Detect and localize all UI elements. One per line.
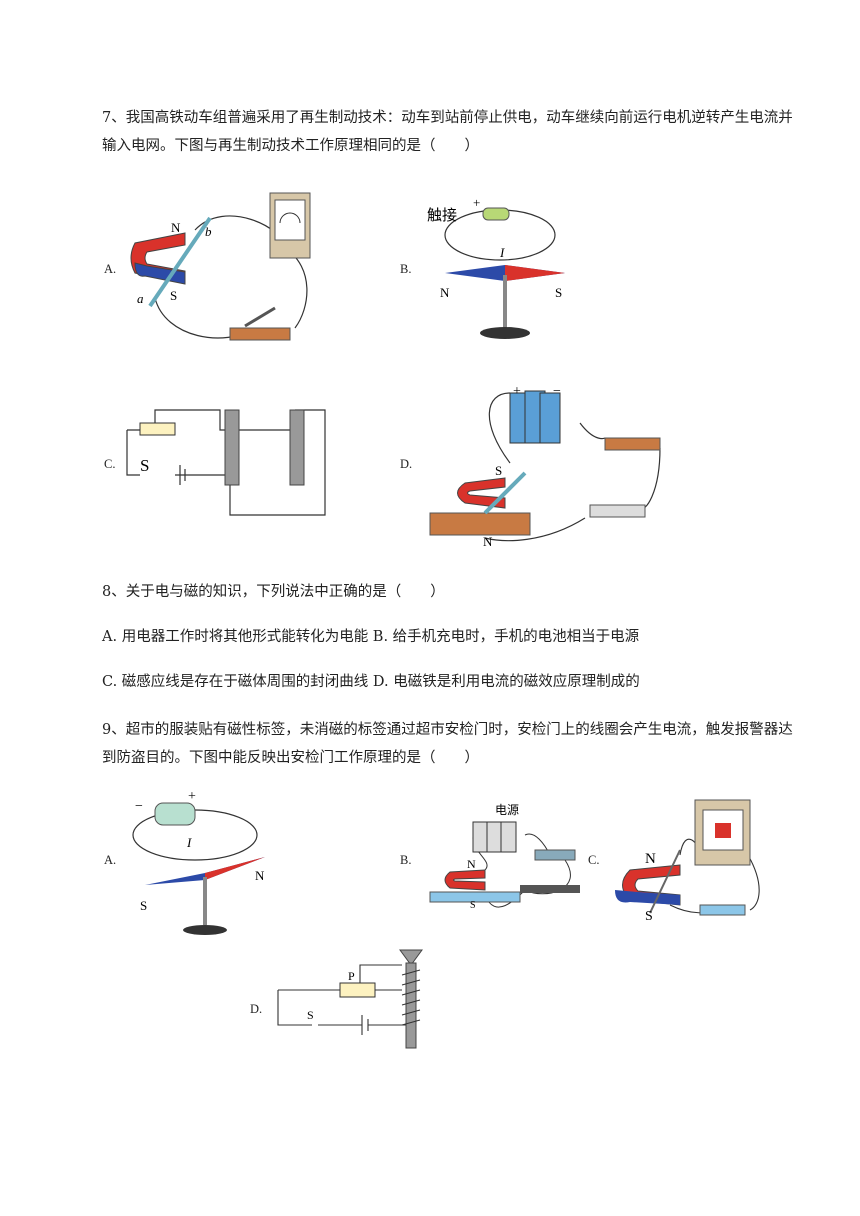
q9-fig-d-label-switch: S [307,1008,314,1022]
question-8-options-cd: C. 磁感应线是存在于磁体周围的封闭曲线 D. 电磁铁是利用电流的磁效应原理制成… [102,674,640,690]
q9-fig-c-label-n: N [645,851,656,867]
q9-figure-b: 电源 N S [429,803,580,911]
fig-d-label-n: N [483,534,493,549]
q9-fig-b-label-power: 电源 [495,803,519,817]
q9-fig-b-label-n: N [467,857,476,871]
fig-c-label-switch: S [140,456,149,475]
fig-d-label-minus: − [553,384,561,399]
q7-figure-b: 触接 + I N S [427,195,565,339]
q9-option-d-label: D. [250,1002,263,1016]
q9-option-b-label: B. [400,853,412,867]
q7-option-a-label: A. [104,262,117,276]
q7-figure-c: S [126,409,326,516]
q7-figure-d: + − S N [429,384,661,549]
q9-fig-a-label-plus: + [188,789,196,804]
q9-fig-b-label-s: S [470,900,476,911]
q9-fig-d-label-p: P [348,969,355,983]
fig-b-label-plus: + [473,195,480,210]
q9-fig-c-label-s: S [645,909,653,924]
fig-b-label-current: I [499,245,505,260]
fig-b-label-n: N [440,285,450,300]
question-8-options-ab: A. 用电器工作时将其他形式能转化为电能 B. 给手机充电时，手机的电池相当于电… [102,629,640,645]
q9-option-a-label: A. [104,853,117,867]
fig-a-label-a: a [137,291,144,306]
q9-fig-a-label-minus: − [135,799,143,814]
q9-fig-a-label-n: N [255,868,265,883]
q7-option-d-label: D. [400,457,413,471]
fig-d-label-plus: + [513,384,521,399]
fig-b-label-s: S [555,285,562,300]
q9-option-c-label: C. [588,853,600,867]
fig-b-label-touch: 触接 [427,207,457,224]
question-7-stem: 7、我国高铁动车组普遍采用了再生制动技术：动车到站前停止供电，动车继续向前运行电… [102,110,793,154]
fig-d-label-s: S [495,463,502,478]
fig-a-label-n: N [171,220,181,235]
question-9-stem: 9、超市的服装贴有磁性标签，未消磁的标签通过超市安检门时，安检门上的线圈会产生电… [102,722,793,766]
q9-figure-a: − + I S N [132,789,265,935]
q7-figure-a: N S a b [130,192,311,341]
fig-a-label-s: S [170,288,177,303]
q7-option-c-label: C. [104,457,116,471]
q9-fig-a-label-s: S [140,898,147,913]
q7-option-b-label: B. [400,262,412,276]
question-8-stem: 8、关于电与磁的知识，下列说法中正确的是（ ） [102,584,445,600]
q9-figure-d: P S [277,949,423,1049]
q9-figure-c: N S [615,799,760,924]
q9-fig-a-label-current: I [186,835,192,850]
fig-a-label-b: b [205,224,212,239]
